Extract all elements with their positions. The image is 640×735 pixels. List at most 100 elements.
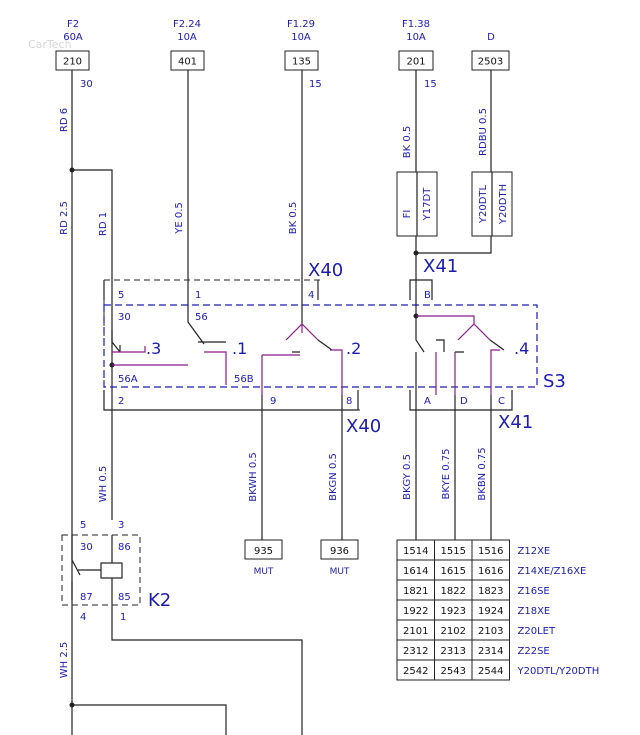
fuse-pin: 15 (309, 79, 322, 90)
wire-label: BKGN 0.5 (328, 453, 339, 501)
watermark: CarTech (28, 38, 72, 51)
switch-label: .3 (146, 339, 161, 358)
variant-y17dt: Y17DT (422, 187, 433, 222)
switch-s3: 5 1 4 B 30 56 56A 56B 2 9 8 A D C (103, 279, 538, 411)
fuse-name: F2 (67, 19, 79, 30)
fuse-rating: 10A (291, 32, 311, 43)
fuse-name: F2.24 (173, 19, 201, 30)
table-cell: 2314 (478, 646, 503, 657)
wire-label: BKWH 0.5 (248, 452, 259, 502)
fuse-name: D (487, 32, 495, 43)
table-cell: 2542 (403, 666, 428, 677)
table-cell: 1822 (441, 586, 466, 597)
switch-label: .2 (346, 339, 361, 358)
wire-label: BK 0.5 (288, 202, 299, 235)
pin-label: 8 (346, 396, 352, 407)
pin-label: 86 (118, 542, 131, 553)
fuse-f1-29: F1.29 10A 135 15 (284, 19, 322, 90)
ground-936: 936 MUT (320, 539, 359, 577)
fuse-rating: 10A (406, 32, 426, 43)
pin-label: 5 (80, 520, 86, 531)
fuse-d: D 2503 (471, 32, 510, 71)
wire-label: BK 0.5 (402, 126, 413, 159)
wire-label: BKYE 0.75 (441, 449, 452, 500)
pin-label: 30 (80, 542, 93, 553)
engine-code: Z12XE (518, 546, 551, 557)
wire-label: BKBN 0.75 (477, 447, 488, 500)
engine-code: Z20LET (518, 626, 556, 637)
table-cell: 1922 (403, 606, 428, 617)
switch-label: .4 (514, 339, 529, 358)
fuse-f2-24: F2.24 10A 401 (170, 19, 205, 71)
ground-box-number: 935 (254, 546, 273, 557)
fuse-rating: 60A (63, 32, 83, 43)
component-s3: S3 (543, 371, 566, 392)
engine-code: Z18XE (518, 606, 551, 617)
connector-x40-bottom: X40 (346, 416, 381, 437)
variant-fi: FI (402, 210, 413, 219)
fuse-box-number: 135 (292, 57, 311, 68)
fuse-f2: F2 60A 210 30 (55, 19, 93, 90)
connector-x41-bottom: X41 (498, 412, 533, 433)
wire-label: RD 1 (98, 212, 109, 236)
variant-y20dtl: Y20DTL (478, 184, 489, 224)
table-cell: 1924 (478, 606, 503, 617)
engine-code: Z14XE/Z16XE (518, 566, 587, 577)
wire-label: RD 2.5 (59, 201, 70, 235)
pin-label: 2 (118, 396, 124, 407)
fuse-box-number: 201 (406, 57, 425, 68)
table-cell: 2313 (441, 646, 466, 657)
pin-label: 56B (234, 374, 254, 385)
pin-label: C (498, 396, 505, 407)
table-cell: 2101 (403, 626, 428, 637)
relay-k2: 5 3 30 86 87 85 4 1 K2 (61, 520, 171, 623)
table-cell: 1614 (403, 566, 428, 577)
fuse-name: F1.38 (402, 19, 430, 30)
ground-935: 935 MUT (244, 539, 283, 577)
pin-label: 1 (195, 290, 201, 301)
pin-label: 5 (118, 290, 124, 301)
wire-label: RDBU 0.5 (478, 108, 489, 156)
table-cell: 1823 (478, 586, 503, 597)
table-cell: 1923 (441, 606, 466, 617)
ground-label: MUT (254, 567, 274, 577)
pin-label: 9 (270, 396, 276, 407)
switch-housing (103, 304, 538, 388)
table-cell: 2544 (478, 666, 503, 677)
table-cell: 1616 (478, 566, 503, 577)
table-cell: 1516 (478, 546, 503, 557)
pin-label: 56A (118, 374, 138, 385)
pin-label: 56 (195, 312, 208, 323)
pin-label: 4 (80, 612, 86, 623)
table-cell: 2102 (441, 626, 466, 637)
pin-label: 1 (120, 612, 126, 623)
wire-label: WH 2.5 (59, 642, 70, 679)
ground-box-number: 936 (330, 546, 349, 557)
fuse-box-number: 401 (178, 57, 197, 68)
fuse-pin: 30 (80, 79, 93, 90)
table-cell: 2103 (478, 626, 503, 637)
fuse-pin: 15 (424, 79, 437, 90)
table-cell: 1615 (441, 566, 466, 577)
connector-x40-top: X40 (308, 260, 343, 281)
pin-label: 4 (308, 290, 314, 301)
variant-box-fi: FI Y17DT (396, 171, 438, 237)
pin-label: D (460, 396, 468, 407)
fuse-box-number: 2503 (478, 57, 503, 68)
wire-label: WH 0.5 (98, 466, 109, 503)
wire-label: YE 0.5 (174, 202, 185, 235)
pin-label: 30 (118, 312, 131, 323)
fuse-box-number: 210 (63, 57, 82, 68)
table-cell: 2543 (441, 666, 466, 677)
engine-code: Y20DTL/Y20DTH (517, 666, 600, 677)
fuse-f1-38: F1.38 10A 201 15 (398, 19, 437, 90)
table-cell: 1821 (403, 586, 428, 597)
table-cell: 2312 (403, 646, 428, 657)
wire-label: BKGY 0.5 (402, 454, 413, 500)
wire-labels: RD 6 RD 2.5 RD 1 YE 0.5 BK 0.5 BK 0.5 RD… (59, 108, 489, 678)
component-k2: K2 (148, 590, 171, 611)
engine-code: Z16SE (518, 586, 550, 597)
table-cell: 1514 (403, 546, 428, 557)
